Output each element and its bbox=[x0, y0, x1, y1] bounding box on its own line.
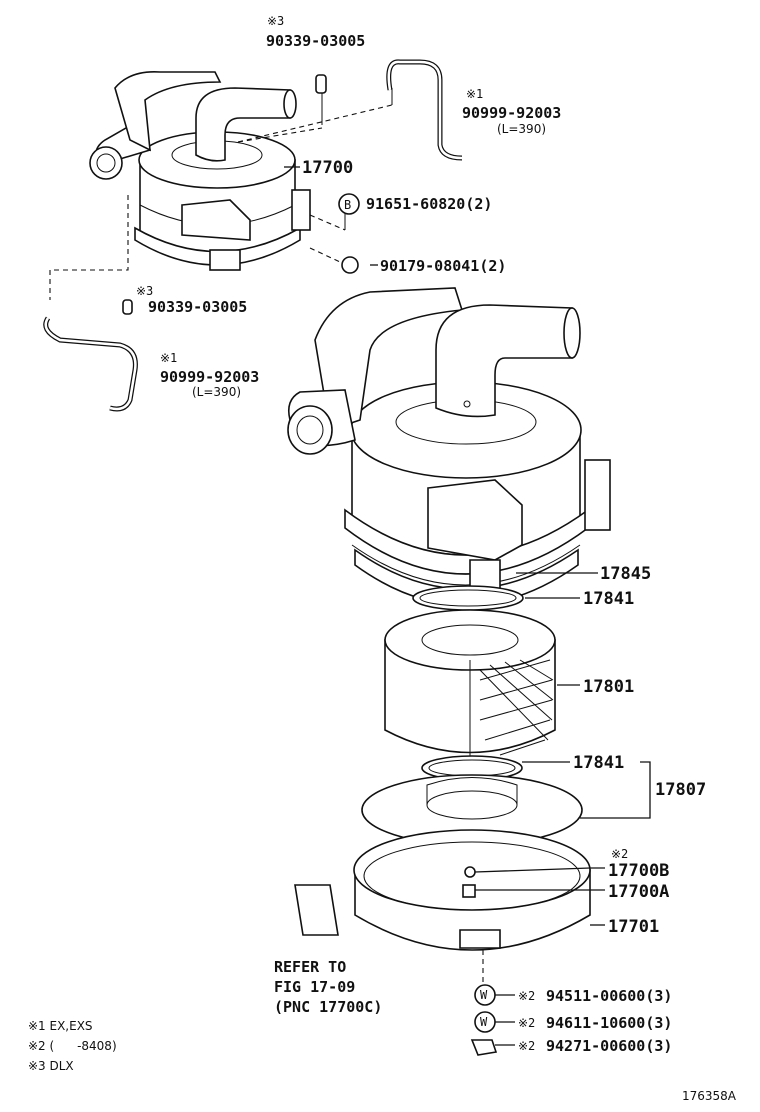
legend-note-3: ※3 DLX bbox=[28, 1059, 74, 1073]
filter-element-17801 bbox=[384, 609, 556, 760]
part-94611: 94611-10600(3) bbox=[546, 1014, 672, 1032]
length-mid: (L=390) bbox=[192, 385, 241, 399]
note3-mid: ※3 bbox=[136, 284, 153, 298]
circle-w1-label: W bbox=[480, 988, 488, 1002]
length-top: (L=390) bbox=[497, 122, 546, 136]
reference-part-17700C bbox=[294, 884, 339, 936]
note2-94611: ※2 bbox=[518, 1016, 535, 1030]
case-17701 bbox=[353, 829, 591, 951]
part-91651: 91651-60820(2) bbox=[366, 195, 492, 213]
part-90339-mid: 90339-03005 bbox=[148, 298, 247, 316]
refer-line-3: (PNC 17700C) bbox=[274, 998, 382, 1016]
part-17841-lower: 17841 bbox=[573, 753, 624, 773]
part-17845: 17845 bbox=[600, 564, 651, 584]
refer-line-2: FIG 17-09 bbox=[274, 978, 355, 996]
legend-note-1: ※1 EX,EXS bbox=[28, 1019, 93, 1033]
note1-top: ※1 bbox=[466, 87, 483, 101]
part-94271: 94271-00600(3) bbox=[546, 1037, 672, 1055]
washer-94611-icon bbox=[474, 1011, 496, 1033]
part-90339-top: 90339-03005 bbox=[266, 32, 365, 50]
note2-17700B: ※2 bbox=[611, 847, 628, 861]
note3-top: ※3 bbox=[267, 14, 284, 28]
part-17700B: 17700B bbox=[608, 861, 669, 881]
figure-id: 176358A bbox=[682, 1089, 737, 1103]
circle-w2-label: W bbox=[480, 1015, 488, 1029]
nut-90179 bbox=[341, 256, 359, 274]
part-90999-mid: 90999-92003 bbox=[160, 368, 259, 386]
legend-note-2: ※2 ( -8408) bbox=[28, 1039, 117, 1053]
part-17801: 17801 bbox=[583, 677, 634, 697]
part-90999-top: 90999-92003 bbox=[462, 104, 561, 122]
part-17841-upper: 17841 bbox=[583, 589, 634, 609]
small-air-cleaner-assembly bbox=[89, 71, 311, 271]
refer-line-1: REFER TO bbox=[274, 958, 346, 976]
note1-mid: ※1 bbox=[160, 351, 177, 365]
part-90179: 90179-08041(2) bbox=[380, 257, 506, 275]
note2-94511: ※2 bbox=[518, 989, 535, 1003]
nut-94271-icon bbox=[470, 1039, 498, 1056]
note2-94271: ※2 bbox=[518, 1039, 535, 1053]
washer-94511-icon bbox=[474, 984, 496, 1006]
part-17807: 17807 bbox=[655, 780, 706, 800]
circle-b-label: B bbox=[344, 198, 351, 212]
pin-90339-top bbox=[315, 74, 327, 94]
part-94511: 94511-00600(3) bbox=[546, 987, 672, 1005]
main-air-cleaner-cap bbox=[287, 287, 611, 606]
part-17700A: 17700A bbox=[608, 882, 669, 902]
circle-b-icon bbox=[338, 193, 360, 215]
part-17700: 17700 bbox=[302, 158, 353, 178]
part-17701: 17701 bbox=[608, 917, 659, 937]
pin-90339-mid bbox=[122, 299, 133, 315]
